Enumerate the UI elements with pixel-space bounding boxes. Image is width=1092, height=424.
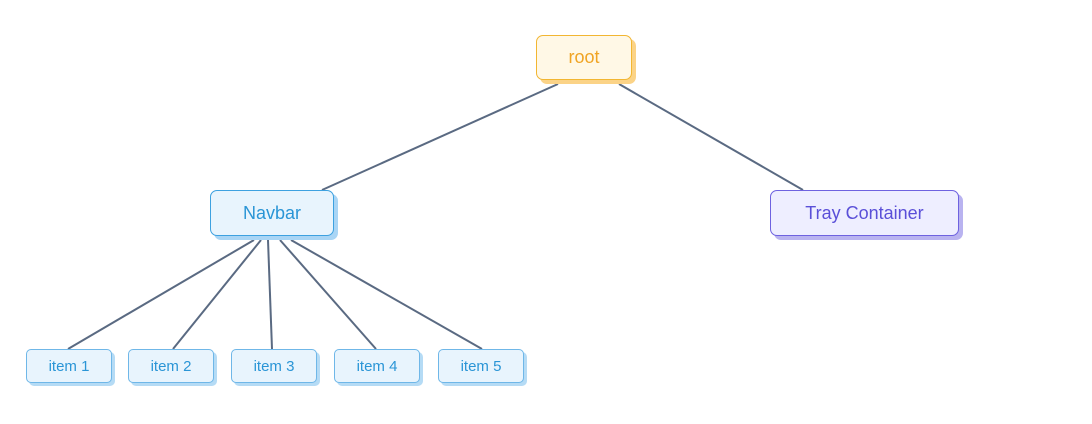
edge-navbar-item-5	[290, 239, 483, 350]
node-item-3-label: item 3	[253, 357, 295, 375]
node-navbar-label: Navbar	[242, 202, 302, 223]
node-item-1-label: item 1	[48, 357, 90, 375]
node-item-2[interactable]: item 2	[128, 349, 214, 383]
node-item-1[interactable]: item 1	[26, 349, 112, 383]
node-item-5[interactable]: item 5	[438, 349, 524, 383]
node-tray-container-label: Tray Container	[805, 202, 924, 223]
edge-root-tray	[618, 83, 804, 191]
node-item-5-label: item 5	[460, 357, 502, 375]
node-root-label: root	[568, 47, 600, 67]
edge-navbar-item-3	[267, 239, 273, 350]
node-navbar[interactable]: Navbar	[210, 190, 334, 236]
node-root[interactable]: root	[536, 35, 632, 80]
edge-root-navbar	[321, 83, 559, 191]
node-item-4-label: item 4	[356, 357, 398, 375]
node-tray-container[interactable]: Tray Container	[770, 190, 959, 236]
node-item-2-label: item 2	[150, 357, 192, 375]
edge-navbar-item-1	[67, 239, 255, 350]
node-item-3[interactable]: item 3	[231, 349, 317, 383]
node-item-4[interactable]: item 4	[334, 349, 420, 383]
edge-navbar-item-2	[172, 239, 262, 350]
edge-navbar-item-4	[279, 239, 377, 350]
